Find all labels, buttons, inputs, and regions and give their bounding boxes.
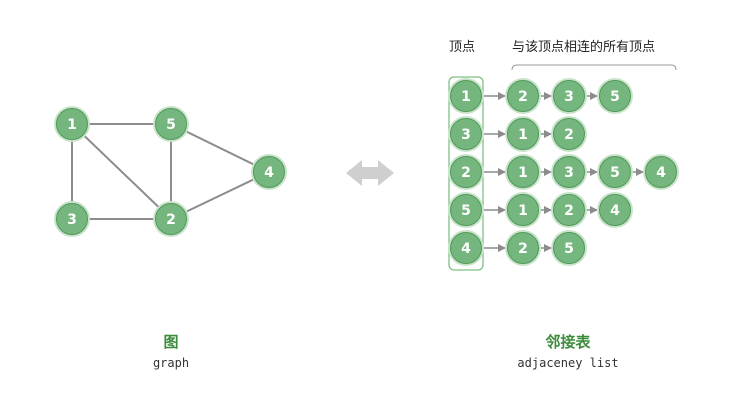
graph-node-5: 5 (153, 106, 189, 142)
graph-node-3-label: 3 (67, 212, 77, 228)
adj-vertex-4: 4 (448, 230, 484, 266)
adj-neighbor-2-5-label: 5 (610, 165, 620, 181)
edge-1-2 (71, 123, 172, 220)
adj-neighbor-2-3-label: 3 (564, 165, 574, 181)
neighbors-header: 与该顶点相连的所有顶点 (512, 40, 656, 55)
adj-neighbor-5-2-label: 2 (564, 203, 574, 219)
graph-node-2-label: 2 (166, 212, 176, 228)
adj-vertex-3-label: 3 (461, 127, 471, 143)
adj-neighbor-4-5: 5 (551, 230, 587, 266)
adj-vertex-4-label: 4 (461, 241, 471, 257)
graph-caption-title: 图 (163, 333, 179, 351)
graph-caption-sub: graph (152, 356, 190, 370)
adj-neighbor-5-1: 1 (505, 192, 541, 228)
adj-neighbor-3-1-label: 1 (518, 127, 528, 143)
adj-vertex-2-label: 2 (461, 165, 471, 181)
adjacency-caption-sub: adjaceney list (517, 356, 619, 370)
adj-vertex-5-label: 5 (461, 203, 471, 219)
graph-node-2: 2 (153, 201, 189, 237)
adj-vertex-5: 5 (448, 192, 484, 228)
adj-neighbor-4-5-label: 5 (564, 241, 574, 257)
adj-neighbor-1-5-label: 5 (610, 89, 620, 105)
adj-neighbor-4-2-label: 2 (518, 241, 528, 257)
adj-neighbor-5-2: 2 (551, 192, 587, 228)
adjacency-caption-title: 邻接表 (545, 333, 591, 351)
adj-neighbor-3-2-label: 2 (564, 127, 574, 143)
left-right-arrow-icon (346, 160, 394, 186)
vertex-header: 顶点 (449, 40, 476, 55)
adj-neighbor-2-1-label: 1 (518, 165, 528, 181)
adj-neighbor-2-4: 4 (643, 154, 679, 190)
graph-node-3: 3 (54, 201, 90, 237)
adj-neighbor-1-3-label: 3 (564, 89, 574, 105)
adj-neighbor-1-3: 3 (551, 78, 587, 114)
graph-node-4-label: 4 (264, 165, 274, 181)
adj-neighbor-5-1-label: 1 (518, 203, 528, 219)
adj-neighbor-2-3: 3 (551, 154, 587, 190)
adj-vertex-1-label: 1 (461, 89, 471, 105)
adj-neighbor-5-4: 4 (597, 192, 633, 228)
adj-neighbor-1-5: 5 (597, 78, 633, 114)
graph-node-5-label: 5 (166, 117, 176, 133)
adj-neighbor-2-1: 1 (505, 154, 541, 190)
graph-node-4: 4 (251, 154, 287, 190)
graph-node-1-label: 1 (67, 117, 77, 133)
adj-vertex-2: 2 (448, 154, 484, 190)
edge-2-4 (170, 171, 270, 220)
adj-neighbor-3-1: 1 (505, 116, 541, 152)
adj-neighbor-2-5: 5 (597, 154, 633, 190)
neighbors-brace (511, 64, 677, 71)
adj-neighbor-1-2-label: 2 (518, 89, 528, 105)
adj-vertex-3: 3 (448, 116, 484, 152)
graph-nodes: 1 5 4 3 2 (54, 106, 287, 237)
adjacency-arrows (484, 92, 644, 252)
adj-neighbor-1-2: 2 (505, 78, 541, 114)
adj-neighbor-5-4-label: 4 (610, 203, 620, 219)
adjacency-nodes: 1 2 3 5 3 1 2 2 1 3 5 4 5 1 2 4 4 2 5 (448, 78, 679, 266)
graph-node-1: 1 (54, 106, 90, 142)
edge-5-4 (170, 123, 270, 173)
adj-neighbor-4-2: 2 (505, 230, 541, 266)
adj-neighbor-3-2: 2 (551, 116, 587, 152)
adj-neighbor-2-4-label: 4 (656, 165, 666, 181)
adj-vertex-1: 1 (448, 78, 484, 114)
